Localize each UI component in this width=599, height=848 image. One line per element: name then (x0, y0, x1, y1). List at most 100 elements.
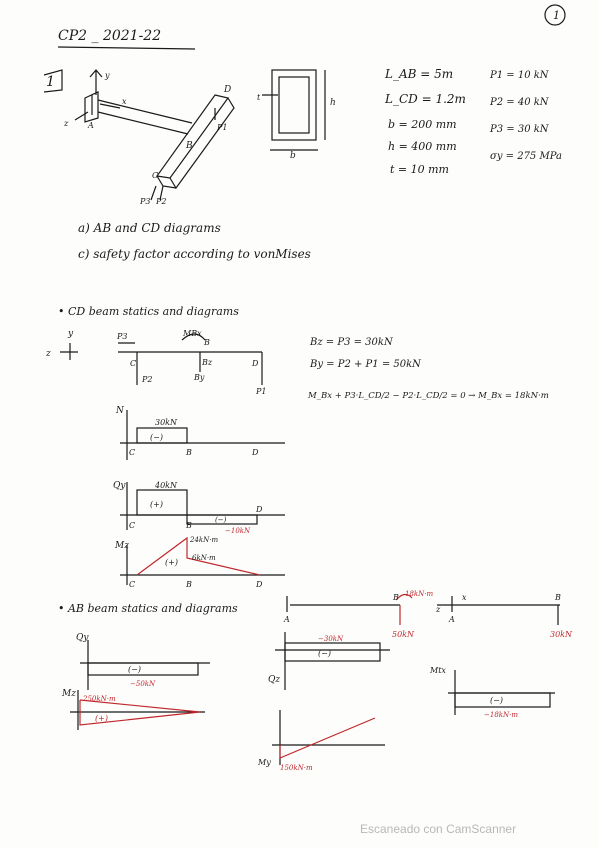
data-P3: P3 = 30 kN (489, 124, 550, 135)
qy-cd-C: C (129, 521, 135, 530)
ab-qy-value: −50kN (130, 680, 156, 688)
qy-cd-D: D (255, 505, 263, 514)
n-C: C (129, 448, 135, 457)
fig-P1: P1 (216, 123, 227, 132)
beam-sketch (74, 69, 235, 201)
data-h: h = 400 mm (388, 140, 457, 153)
ab-fbd1-moment: 18kN·m (405, 590, 433, 598)
ab-fbd-loads (395, 593, 413, 625)
ab-qy-label: Qy (76, 633, 89, 643)
cd-fbd-P2: P2 (141, 375, 152, 384)
fig-D: D (223, 85, 231, 95)
problem-number: 1 (46, 74, 55, 90)
fig-P3: P3 (139, 197, 150, 206)
n-D: D (251, 448, 259, 457)
ab-fbd2-A: A (448, 615, 455, 624)
mz-cd-value-1: 24kN·m (189, 536, 218, 544)
data-L-AB: L_AB = 5m (384, 67, 453, 81)
data-left-list: L_AB = 5m L_CD = 1.2m b = 200 mm h = 400… (384, 67, 466, 176)
data-L-CD: L_CD = 1.2m (384, 92, 466, 106)
ab-fbd2-force: 30kN (550, 630, 573, 639)
fig-P2: P2 (155, 197, 166, 206)
mz-cd-C: C (129, 580, 135, 589)
task-c: c) safety factor according to vonMises (78, 247, 311, 261)
watermark: Escaneado con CamScanner (360, 822, 517, 836)
fig-x: x (122, 97, 127, 106)
fig-b: b (290, 151, 296, 161)
ab-heading: • AB beam statics and diagrams (58, 602, 238, 615)
qy-cd-B: B (185, 521, 192, 530)
cd-fbd-By: By (193, 373, 205, 382)
n-sign: (−) (150, 433, 163, 442)
ab-mz-value: 250kN·m (82, 695, 116, 703)
ab-fbd1-A: A (283, 615, 290, 624)
cd-fbd-D: D (251, 359, 259, 368)
cd-fbd (60, 333, 263, 385)
fig-B: B (185, 141, 193, 151)
task-a: a) AB and CD diagrams (78, 221, 221, 235)
cd-fbd-C: C (130, 359, 136, 368)
ab-fbd1-B: B (392, 593, 399, 602)
ab-qz-value: −30kN (318, 635, 344, 643)
ab-qy-diagram (80, 640, 210, 690)
ab-mtx-sign: (−) (490, 696, 503, 705)
qy-cd-sign-bottom: (−) (215, 516, 227, 524)
data-P1: P1 = 10 kN (489, 70, 550, 81)
fig-A: A (87, 121, 94, 130)
cd-fbd-P1: P1 (255, 387, 266, 396)
ab-qz-sign: (−) (318, 649, 331, 658)
ab-qz-label: Qz (268, 675, 280, 685)
problem-bracket (43, 69, 63, 93)
data-b: b = 200 mm (388, 118, 457, 131)
page-number-circle (544, 4, 566, 26)
ab-mz-sign: (+) (95, 714, 108, 723)
page-number: 1 (553, 9, 560, 22)
n-B: B (185, 448, 192, 457)
ab-fbd2-axis-x: x (462, 593, 467, 602)
cd-eq-1: Bz = P3 = 30kN (309, 337, 394, 348)
n-diagram (120, 410, 285, 460)
data-right-list: P1 = 10 kN P2 = 40 kN P3 = 30 kN σy = 27… (489, 70, 562, 162)
qy-cd-sign-top: (+) (150, 500, 163, 509)
title-underline (57, 46, 196, 50)
mz-cd-B: B (185, 580, 192, 589)
cross-section (262, 69, 326, 151)
page-title: CP2 _ 2021-22 (58, 28, 161, 44)
cd-fbd-P3: P3 (116, 332, 127, 341)
cd-axis-z: z (45, 349, 51, 359)
mz-cd-value-2: 6kN·m (192, 554, 216, 562)
ab-mtx-diagram (448, 670, 555, 715)
cd-axis-y: y (67, 329, 74, 339)
mz-cd-curve (136, 536, 261, 576)
n-value: 30kN (155, 418, 178, 427)
fig-h: h (330, 98, 336, 108)
data-P2: P2 = 40 kN (489, 97, 550, 108)
qy-cd-label: Qy (113, 481, 126, 491)
fig-C: C (152, 171, 158, 180)
ab-mtx-value: −18kN·m (484, 711, 518, 719)
mz-cd-diagram (120, 545, 285, 585)
ab-fbd2-axis-z: z (435, 605, 441, 614)
ab-fbd (286, 596, 560, 625)
mz-cd-label: Mz (114, 541, 129, 551)
fig-t: t (257, 93, 261, 102)
ab-qz-diagram (275, 632, 390, 690)
data-sigma-y: σy = 275 MPa (490, 151, 562, 162)
qy-cd-diagram (120, 482, 285, 530)
n-label: N (115, 406, 125, 416)
ab-mz-diagram (70, 690, 205, 730)
qy-cd-value-top: 40kN (154, 481, 178, 490)
qy-cd-value-bottom: −10kN (225, 527, 251, 535)
cd-heading: • CD beam statics and diagrams (58, 305, 239, 318)
ab-fbd1-force: 50kN (392, 630, 415, 639)
ab-my-label: My (257, 758, 271, 767)
fig-y: y (104, 71, 110, 80)
cd-eq-3: M_Bx + P3·L_CD/2 − P2·L_CD/2 = 0 → M_Bx … (307, 391, 549, 401)
ab-my-value: 150kN·m (280, 764, 313, 772)
ab-my-curve (279, 717, 376, 759)
data-t: t = 10 mm (390, 163, 449, 176)
cd-fbd-Bz: Bz (201, 358, 213, 367)
mz-cd-D: D (255, 580, 263, 589)
cd-fbd-MBx: MBx (182, 329, 202, 338)
